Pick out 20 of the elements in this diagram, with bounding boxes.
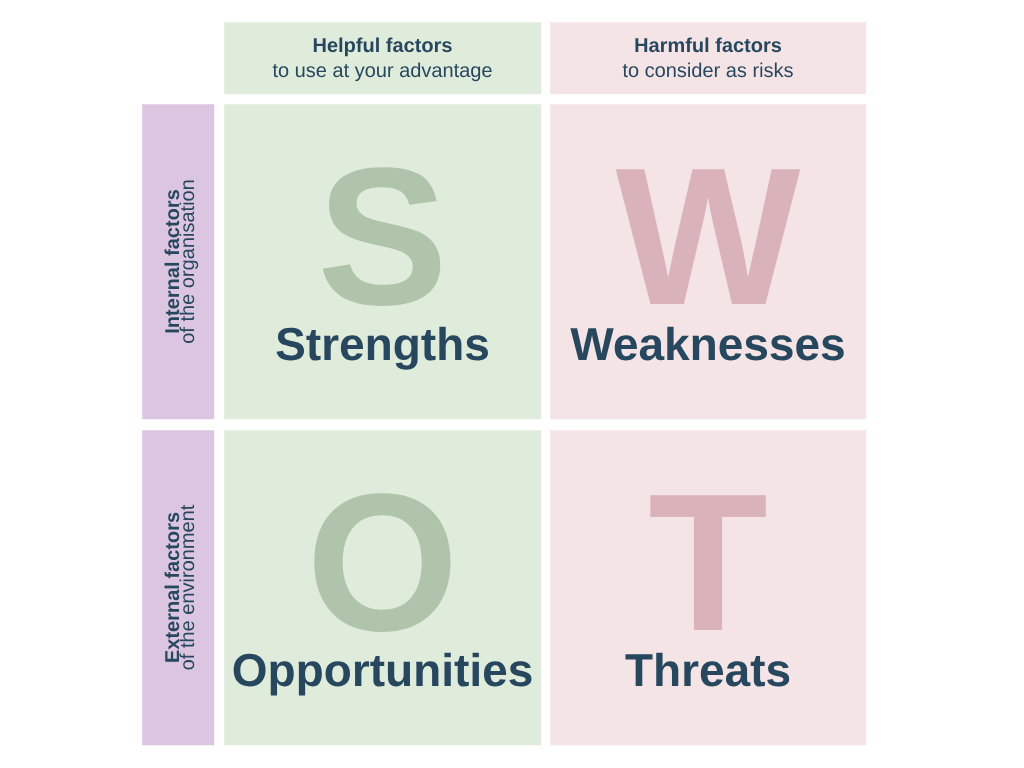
row-label-bar xyxy=(142,104,215,420)
header-title: Helpful factors xyxy=(313,37,452,57)
quadrant-title: Threats xyxy=(625,652,790,687)
row-label-title: Internal factors xyxy=(164,190,180,333)
header-box xyxy=(550,22,867,95)
header-subtitle: to consider as risks xyxy=(622,62,793,78)
quadrant-box xyxy=(550,430,867,746)
header-title: Harmful factors xyxy=(635,37,782,53)
row-label-subtitle: of the organisation xyxy=(179,180,199,343)
quadrant-box xyxy=(224,104,542,420)
header-subtitle: to use at your advantage xyxy=(272,62,492,82)
row-label-bar xyxy=(142,430,215,746)
header-box xyxy=(224,22,542,95)
quadrant-title: Opportunities xyxy=(233,652,532,696)
row-label-subtitle: of the environment xyxy=(179,504,195,670)
quadrant-title: Weaknesses xyxy=(570,326,844,361)
row-label-title: External factors xyxy=(164,512,180,662)
quadrant-title: Strengths xyxy=(276,326,488,370)
quadrant-box xyxy=(224,430,542,746)
quadrant-box xyxy=(550,104,867,420)
